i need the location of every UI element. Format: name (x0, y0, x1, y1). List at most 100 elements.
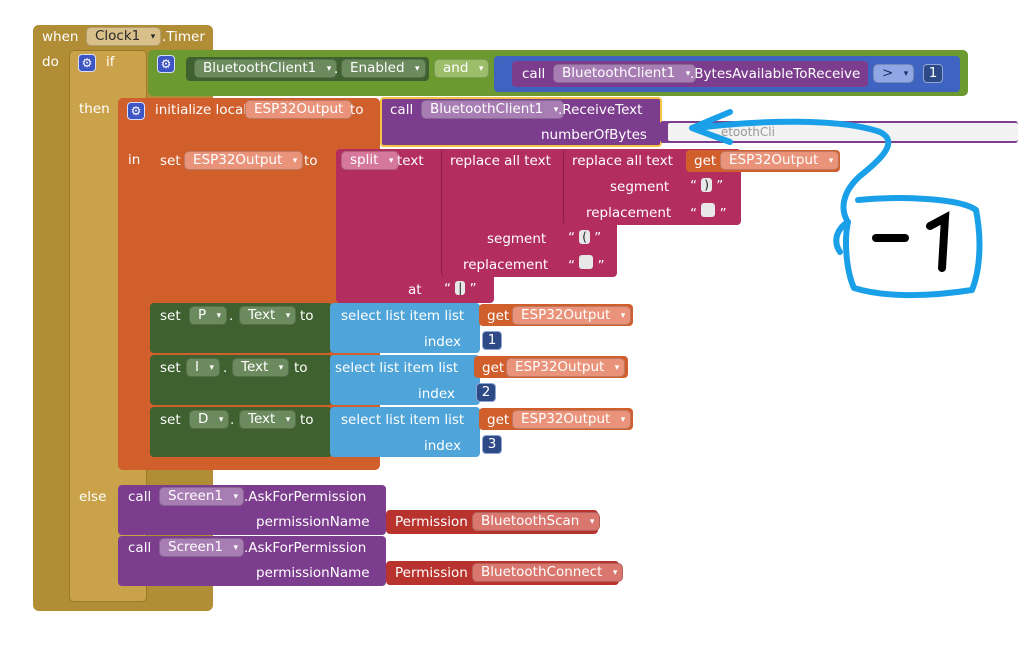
permission-name-label: permissionName (256, 514, 370, 530)
outer-segment-value: ( (579, 230, 590, 244)
local-var-name-field[interactable]: ESP32Output (245, 100, 353, 119)
set-var-dropdown[interactable]: ESP32Output▾ (184, 151, 304, 170)
permission-value-dropdown[interactable]: BluetoothConnect▾ (472, 563, 624, 582)
chevron-down-icon: ▾ (285, 311, 291, 321)
select-list-item-label: select list item list (341, 412, 465, 428)
select-list-item-block-1[interactable] (330, 355, 480, 405)
at-string-literal[interactable]: “ | ” (444, 281, 477, 297)
get-var-label: ESP32Output (515, 359, 605, 375)
initialize-local-label: initialize local (155, 102, 248, 118)
permission-name-label: permissionName (256, 565, 370, 581)
bytes-component-label: BluetoothClient1 (562, 65, 676, 81)
chevron-down-icon: ▾ (620, 415, 626, 425)
chevron-down-icon: ▾ (233, 492, 239, 502)
compare-value-number[interactable]: 1 (923, 64, 943, 83)
p-text-property-label: Text (248, 307, 276, 323)
screen-component-dropdown[interactable]: Screen1▾ (159, 538, 245, 557)
inner-segment-value: ) (701, 178, 712, 192)
enabled-component-label: BluetoothClient1 (203, 60, 317, 76)
enabled-property-dropdown[interactable]: Enabled ▾ (341, 59, 426, 78)
receive-method-label: .ReceiveText (558, 102, 643, 118)
chevron-down-icon: ▾ (150, 32, 156, 42)
outer-segment-string[interactable]: “ ( ” (568, 230, 602, 246)
bytes-method-label: .BytesAvailableToReceive (690, 66, 861, 82)
permission-value-dropdown[interactable]: BluetoothScan▾ (472, 512, 601, 531)
index-number[interactable]: 1 (482, 331, 502, 350)
chevron-down-icon: ▾ (614, 363, 620, 373)
index-label: index (424, 334, 461, 350)
get-var-dropdown[interactable]: ESP32Output▾ (512, 410, 632, 429)
call-label: call (128, 540, 152, 556)
screen-component-dropdown[interactable]: Screen1 ▾ (159, 487, 245, 506)
index-number[interactable]: 2 (476, 383, 496, 402)
else-label: else (79, 489, 107, 505)
index-number[interactable]: 3 (482, 435, 502, 454)
compare-operator-dropdown[interactable]: >▾ (873, 64, 915, 83)
p-text-property-dropdown[interactable]: Text ▾ (239, 306, 297, 325)
local-var-name-label: ESP32Output (254, 101, 344, 117)
i-component-label: I (195, 359, 199, 375)
set-label: set (160, 412, 181, 428)
chevron-down-icon: ▾ (612, 568, 618, 578)
chevron-down-icon: ▾ (285, 415, 291, 425)
inner-segment-string[interactable]: “ ) ” (690, 178, 724, 194)
timer-event-label: .Timer (162, 29, 205, 45)
select-list-item-block-0[interactable] (330, 303, 480, 353)
call-label: call (390, 102, 414, 118)
gear-icon[interactable]: ⚙ (157, 55, 175, 73)
bytes-component-dropdown[interactable]: BluetoothClient1 ▾ (553, 64, 697, 83)
chevron-down-icon: ▾ (218, 415, 224, 425)
chevron-down-icon: ▾ (553, 105, 559, 115)
receive-component-dropdown[interactable]: BluetoothClient1▾ (421, 100, 565, 119)
chevron-down-icon: ▾ (233, 543, 239, 553)
i-text-property-dropdown[interactable]: Text▾ (232, 358, 290, 377)
i-component-dropdown[interactable]: I▾ (186, 358, 220, 377)
select-list-item-label: select list item list (335, 360, 459, 376)
chevron-down-icon: ▾ (620, 311, 626, 321)
split-dropdown[interactable]: split▾ (341, 151, 400, 170)
clock-component-dropdown[interactable]: Clock1▾ (86, 27, 162, 46)
enabled-property-label: Enabled (350, 60, 405, 76)
chevron-down-icon: ▾ (685, 69, 691, 79)
inner-replacement-value (701, 203, 716, 217)
and-operator-label: and (443, 60, 469, 76)
outer-replacement-label: replacement (463, 257, 549, 273)
and-operator-dropdown[interactable]: and▾ (434, 59, 490, 78)
in-label: in (128, 152, 141, 168)
at-string-value: | (455, 281, 466, 295)
get-var-dropdown[interactable]: ESP32Output ▾ (506, 358, 626, 377)
number-of-bytes-partial-text: .etoothCli (717, 125, 775, 139)
select-list-item-block-2[interactable] (330, 407, 480, 457)
replace-all-inner-label: replace all text (572, 153, 673, 169)
inner-replacement-string[interactable]: “ ” (690, 203, 727, 222)
get-var-dropdown[interactable]: ESP32Output▾ (512, 306, 632, 325)
set-esp32output-block[interactable] (150, 149, 336, 303)
p-component-dropdown[interactable]: P▾ (189, 306, 228, 325)
do-label: do (42, 54, 59, 70)
screen-component-label: Screen1 (168, 488, 224, 504)
dot-separator: . (334, 61, 339, 77)
gear-icon[interactable]: ⚙ (127, 102, 145, 120)
p-component-label: P (198, 307, 207, 323)
permission-value-label: BluetoothScan (481, 513, 580, 529)
chevron-down-icon: ▾ (216, 311, 222, 321)
select-list-item-label: select list item list (341, 308, 465, 324)
index-label: index (424, 438, 461, 454)
get-var-dropdown[interactable]: ESP32Output▾ (720, 151, 840, 170)
index-label: index (418, 386, 455, 402)
inner-replacement-label: replacement (586, 205, 672, 221)
d-text-property-dropdown[interactable]: Text▾ (239, 410, 297, 429)
d-component-dropdown[interactable]: D▾ (189, 410, 230, 429)
compare-operator-label: > (882, 65, 894, 81)
to-label: to (300, 308, 314, 324)
to-label: to (294, 360, 308, 376)
chevron-down-icon: ▾ (415, 64, 420, 74)
outer-replacement-string[interactable]: “ ” (568, 255, 605, 274)
get-label: get (487, 308, 510, 324)
enabled-component-dropdown[interactable]: BluetoothClient1▾ (194, 59, 338, 78)
gear-icon[interactable]: ⚙ (78, 54, 96, 72)
permission-label: Permission (395, 565, 468, 581)
dot-separator: . (229, 308, 234, 324)
at-label: at (408, 282, 422, 298)
to-label: to (304, 153, 318, 169)
